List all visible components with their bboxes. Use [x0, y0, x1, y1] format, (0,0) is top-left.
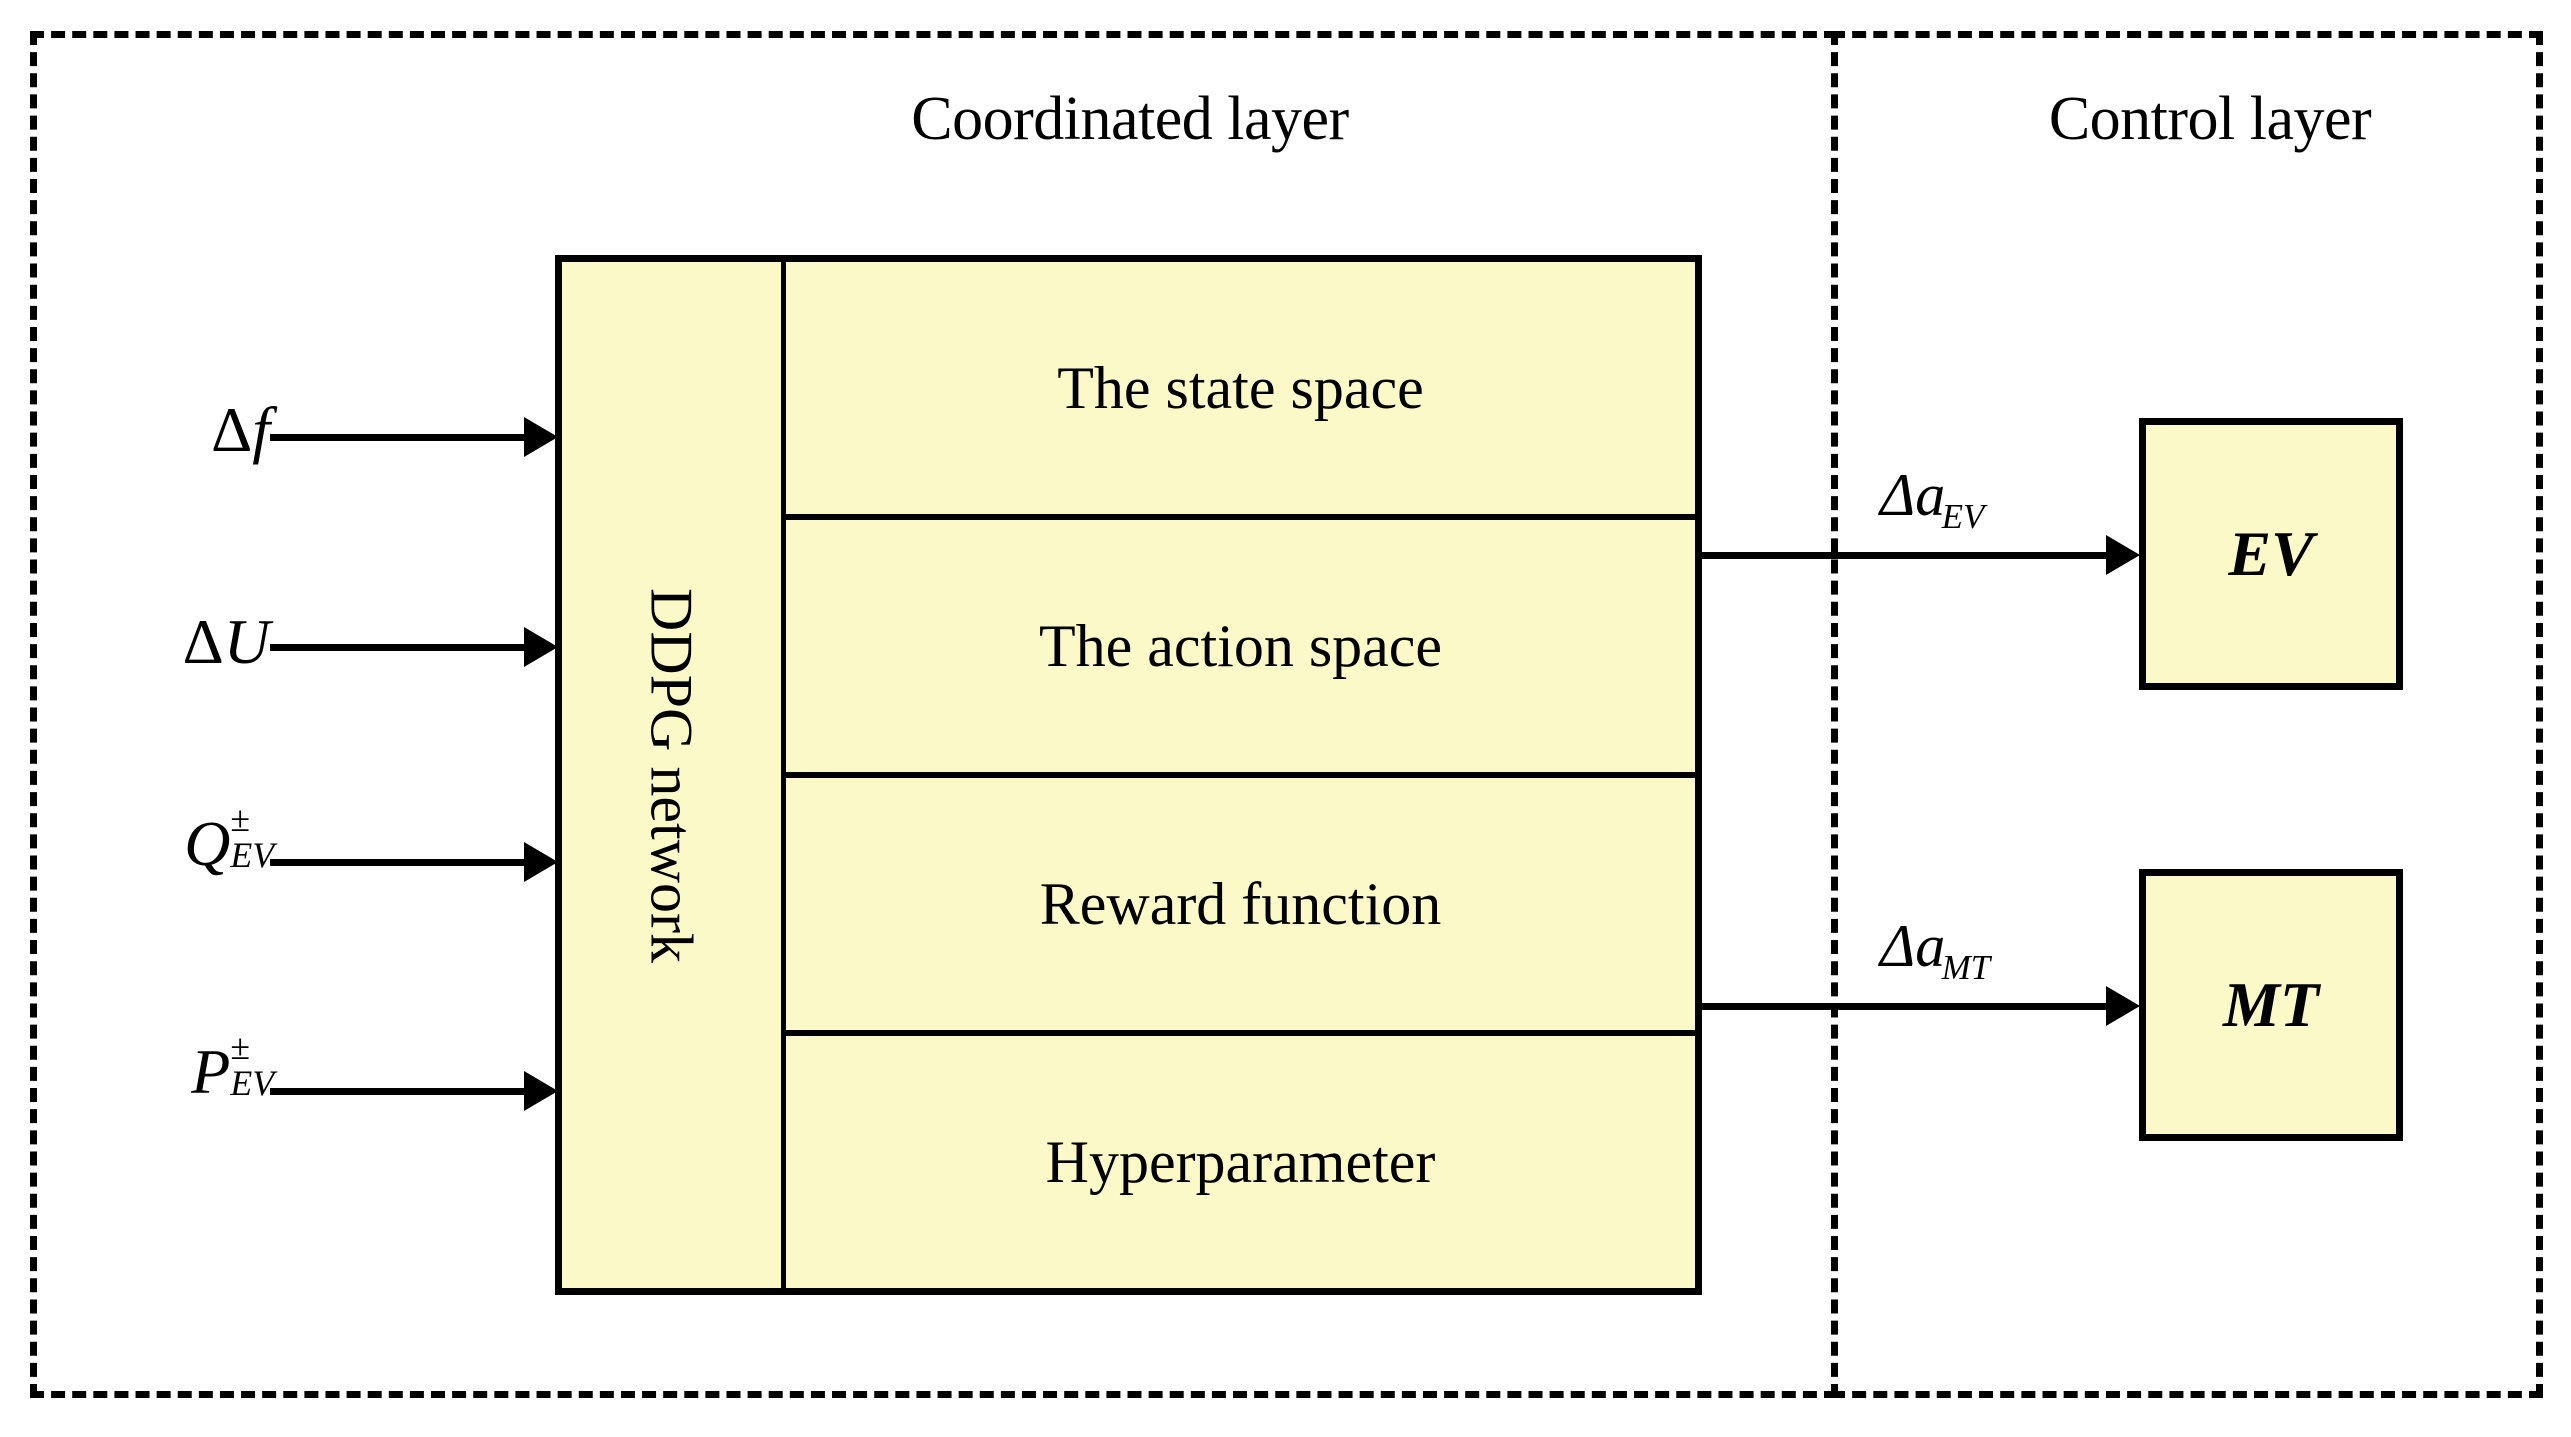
coordinated-layer-title: Coordinated layer [911, 85, 1349, 153]
arrow-delta-a-ev-head [2106, 535, 2140, 575]
arrow-delta-f-head [524, 417, 558, 457]
arrow-delta-f-line [270, 434, 530, 441]
input-label-q-ev-subscript: EV [230, 835, 275, 876]
input-label-delta-u: ΔU [182, 606, 270, 677]
arrow-delta-a-mt-line [1700, 1003, 2118, 1010]
coordinated-layer-region [30, 31, 1838, 1398]
ddpg-row-state-space: The state space [786, 262, 1695, 520]
arrow-delta-u-line [270, 644, 530, 651]
layer-divider-dashed-line [1831, 31, 1838, 1398]
output-label-delta-a-mt-base: a [1915, 913, 1946, 979]
input-label-q-ev-superscript: ± [230, 798, 250, 839]
input-label-p-ev-subscript: EV [230, 1063, 275, 1104]
ddpg-network-box: DDPG network The state space The action … [555, 255, 1702, 1295]
arrow-delta-a-ev-line [1700, 552, 2118, 559]
input-label-p-ev: P±EV [70, 1029, 274, 1110]
output-label-delta-a-ev-subscript: EV [1941, 497, 1985, 536]
ddpg-network-column: DDPG network [562, 262, 786, 1288]
output-label-delta-a-ev-base: a [1915, 462, 1946, 528]
output-label-delta-a-mt: ΔaMT [1880, 913, 1991, 987]
ddpg-rows-container: The state space The action space Reward … [786, 262, 1695, 1288]
input-label-p-ev-superscript: ± [230, 1026, 250, 1067]
input-label-delta-f-text: f [252, 394, 270, 465]
ddpg-network-label: DDPG network [638, 587, 705, 963]
device-box-mt: MT [2139, 869, 2403, 1141]
arrow-q-ev-head [524, 842, 558, 882]
ddpg-row-reward-function: Reward function [786, 778, 1695, 1036]
device-box-ev: EV [2139, 418, 2403, 690]
control-layer-title: Control layer [2048, 85, 2372, 153]
ddpg-row-hyperparameter: Hyperparameter [1045, 1129, 1436, 1195]
input-label-q-ev-base: Q [184, 808, 231, 879]
arrow-delta-a-mt-head [2106, 986, 2140, 1026]
input-label-p-ev-base: P [191, 1036, 231, 1107]
arrow-p-ev-head [524, 1071, 558, 1111]
input-label-delta-f: Δf [211, 394, 270, 465]
output-label-delta-a-ev: ΔaEV [1880, 462, 1985, 536]
output-label-delta-a-mt-subscript: MT [1941, 948, 1991, 987]
ddpg-row-action-space: The action space [786, 520, 1695, 778]
input-label-delta-u-text: U [223, 606, 270, 677]
input-label-q-ev: Q±EV [70, 801, 274, 882]
control-layer-region [1831, 31, 2543, 1398]
arrow-delta-u-head [524, 627, 558, 667]
arrow-q-ev-line [270, 859, 530, 866]
arrow-p-ev-line [270, 1088, 530, 1095]
